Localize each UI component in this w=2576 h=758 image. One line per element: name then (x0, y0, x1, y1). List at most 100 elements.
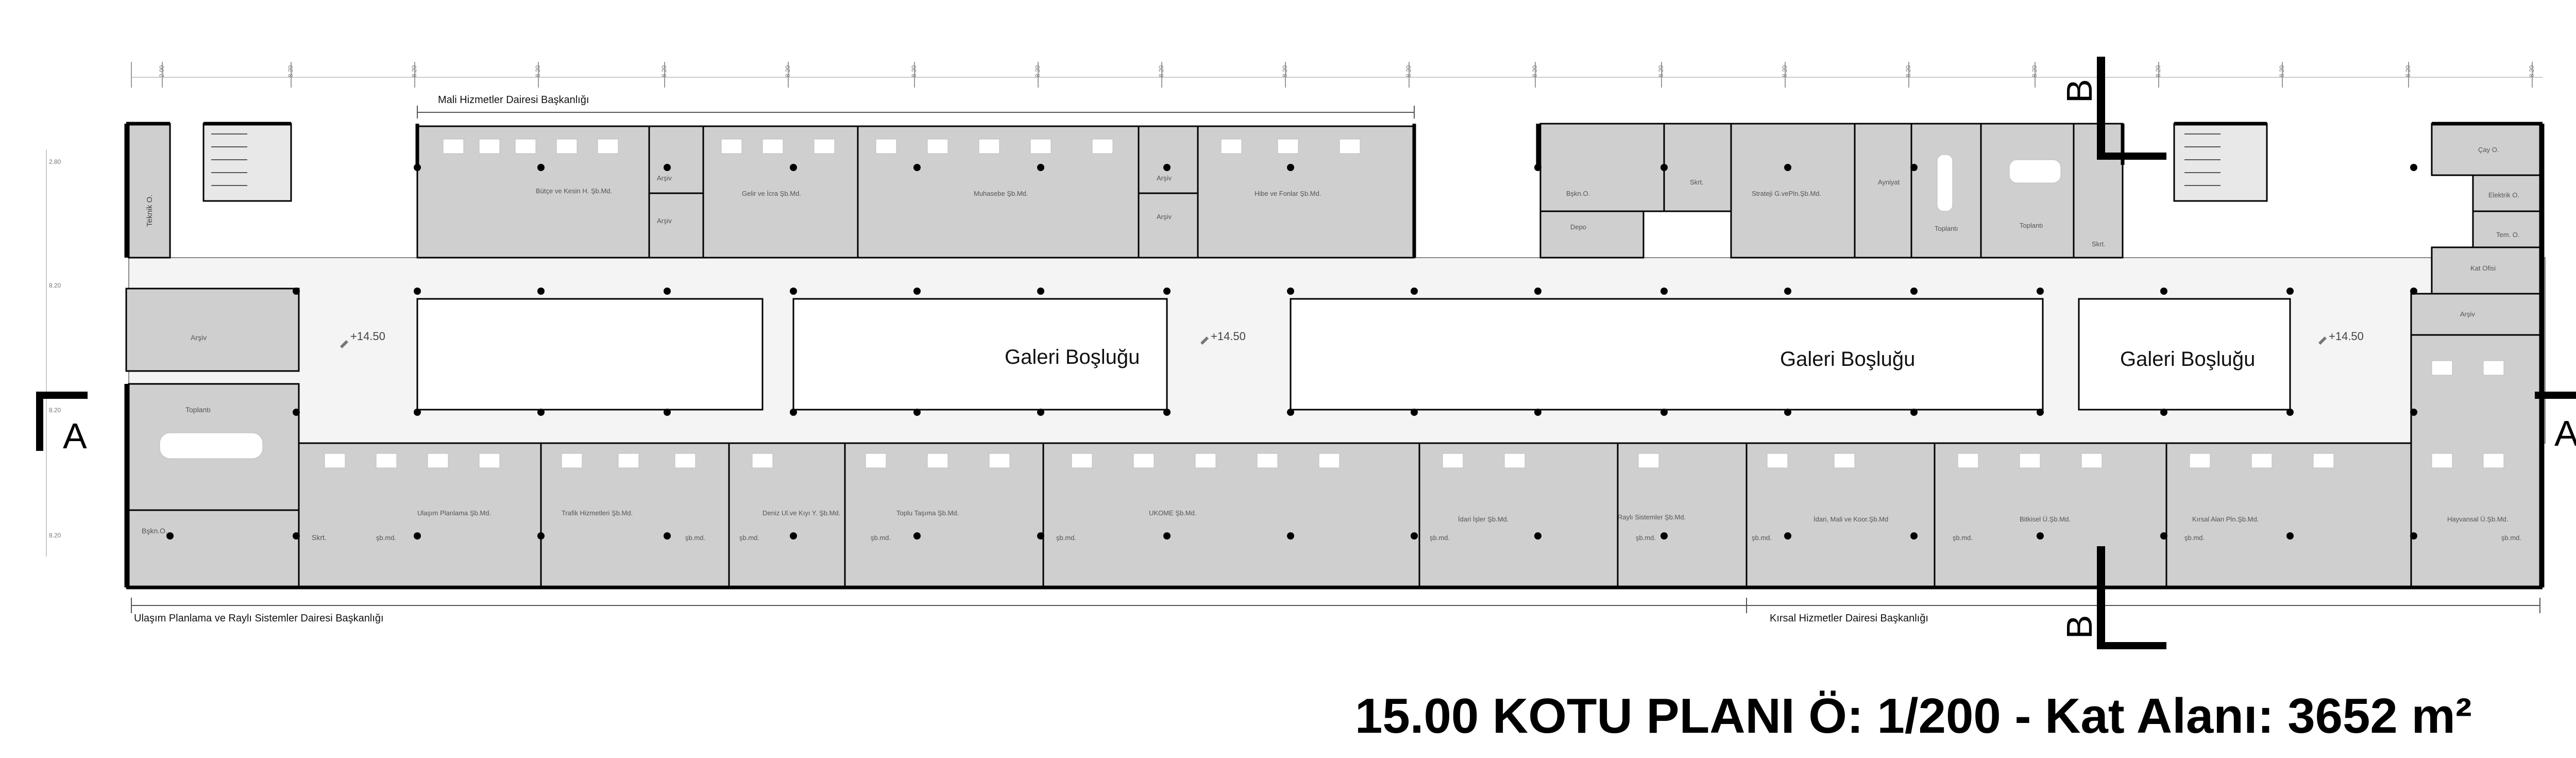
dim-label: 8.20 (910, 65, 918, 77)
gallery-voids (416, 298, 2291, 411)
dim-label: 8.20 (49, 532, 61, 539)
room-label-teknik: Teknik O. (145, 194, 154, 227)
room-deniz (728, 442, 846, 588)
dept-label-ulasim: Ulaşım Planlama ve Raylı Sistemler Daire… (134, 613, 384, 624)
elevation-label: +14.50 (1211, 330, 1246, 343)
west-rooms (125, 288, 300, 588)
room-elektrik (2472, 174, 2541, 212)
section-label-a-right: A (2554, 413, 2576, 453)
dim-label: 8.20 (1281, 65, 1289, 77)
room-ayniyat (1854, 123, 1912, 259)
dim-label: 8.20 (1405, 65, 1412, 77)
room-label-elektrik: Elektrik O. (2488, 191, 2519, 199)
room-label-arsiv: Arşiv (657, 217, 672, 225)
section-label-b-bottom: B (2059, 615, 2099, 639)
dim-label: 2.80 (49, 158, 61, 165)
room-label-strateji: Strateji G.vePln.Şb.Md. (1752, 190, 1821, 197)
room-labels: Teknik O. Bütçe ve Kesin H. Şb.Md. Arşiv… (142, 146, 2521, 542)
room-label-trafik: Trafik Hizmetleri Şb.Md. (562, 509, 633, 517)
room-label-depo: Depo (1570, 223, 1586, 231)
dept-label-mali: Mali Hizmetler Dairesi Başkanlığı (438, 94, 589, 106)
furniture (159, 139, 2504, 468)
room-label-katofisi: Kat Ofisi (2470, 264, 2496, 272)
room-ukome (1042, 442, 1420, 588)
dim-label: 8.20 (49, 407, 61, 414)
dim-label: 8.20 (1531, 65, 1538, 77)
room-katofisi (2431, 246, 2541, 295)
room-hayvansal (2410, 334, 2541, 588)
room-label-sbmd: şb.md. (1636, 534, 1656, 542)
room-label-deniz: Deniz Ul.ve Kıyı Y. Şb.Md. (762, 509, 840, 517)
elevation-label: +14.50 (350, 330, 385, 343)
room-label-arsiv: Arşiv (2460, 310, 2475, 318)
dim-label: 8.20 (1905, 65, 1912, 77)
dim-label: 8.20 (784, 65, 791, 77)
department-span-lines (131, 106, 2540, 613)
dim-label: 8.20 (287, 65, 294, 77)
room-label-temizlik: Tem. O. (2496, 231, 2520, 239)
room-label-toplu: Toplu Taşıma Şb.Md. (896, 509, 959, 517)
dim-label: 8.20 (2278, 65, 2285, 77)
room-toplanti-2 (1980, 123, 2075, 259)
dim-label: 8.20 (2031, 65, 2038, 77)
room-depo (1539, 210, 1645, 259)
room-label-arsiv: Arşiv (657, 174, 672, 182)
room-arsiv-3 (1138, 125, 1199, 194)
section-markers (36, 57, 2576, 649)
room-label-sekr-south: Skrt. (312, 533, 327, 542)
room-arsiv-east (2410, 293, 2541, 336)
void-1 (416, 298, 764, 411)
room-label-ulasim: Ulaşım Planlama Şb.Md. (417, 509, 491, 517)
room-label-arsiv: Arşiv (1157, 174, 1172, 182)
room-label-bekin-west: Bşkn.O. (142, 527, 167, 535)
room-label-arsiv: Arşiv (1157, 213, 1172, 221)
room-label-hayvansal: Hayvansal Ü.Şb.Md. (2447, 515, 2509, 523)
dim-label: 8.20 (1158, 65, 1165, 77)
room-bekin-north (1539, 123, 1665, 212)
section-label-a-left: A (63, 416, 87, 456)
stair-east (2173, 123, 2268, 202)
room-label-muhasebe: Muhasebe Şb.Md. (974, 190, 1028, 197)
room-label-kirsal-alan: Kırsal Alan Pln.Şb.Md. (2192, 515, 2259, 523)
room-label-sbmd: şb.md. (685, 534, 705, 542)
room-label-sbmd: şb.md. (376, 534, 396, 542)
void-3 (1290, 298, 2044, 411)
room-arsiv-2 (648, 192, 704, 259)
void-label-1: Galeri Boşluğu (1005, 346, 1140, 368)
dim-label: 8.20 (2528, 65, 2535, 77)
room-label-sbmd: şb.md. (2501, 534, 2521, 542)
room-label-toplanti-west: Toplantı (185, 406, 211, 414)
top-dimension-labels: 2.00 8.20 8.20 8.20 8.20 8.20 8.20 8.20 … (158, 65, 2535, 77)
dim-label: 8.20 (411, 65, 418, 77)
dim-label: 8.20 (2155, 65, 2162, 77)
room-label-bitkisel: Bitkisel Ü.Şb.Md. (2020, 515, 2071, 523)
room-label-arsiv-west: Arşiv (191, 333, 207, 342)
room-teknik (128, 123, 171, 259)
left-dimension-labels: 2.80 8.20 8.20 8.20 (46, 149, 61, 557)
room-label-sbmd: şb.md. (1430, 534, 1450, 542)
elevation-label: +14.50 (2329, 330, 2364, 343)
room-label-hibe: Hibe ve Fonlar Şb.Md. (1255, 190, 1321, 197)
room-cay (2431, 123, 2541, 176)
dept-label-kirsal: Kırsal Hizmetler Dairesi Başkanlığı (1770, 613, 1928, 624)
top-dimension-ticks (131, 62, 2543, 88)
outer-walls (124, 122, 2545, 589)
room-label-sekr: Skrt. (1690, 178, 1704, 186)
room-arsiv-1 (648, 125, 704, 194)
room-label-sbmd: şb.md. (1953, 534, 1973, 542)
void-label-2: Galeri Boşluğu (1780, 348, 1915, 370)
drawing-title: 15.00 KOTU PLANI Ö: 1/200 - Kat Alanı: 3… (1355, 688, 2472, 744)
room-strateji (1730, 123, 1856, 259)
dim-label: 8.20 (534, 65, 541, 77)
void-4 (2078, 298, 2291, 411)
dim-label: 8.20 (1034, 65, 1041, 77)
dim-label: 8.20 (660, 65, 668, 77)
room-label-sbmd: şb.md. (1056, 534, 1076, 542)
room-arsiv-4 (1138, 192, 1199, 259)
room-label-toplanti: Toplantı (2020, 222, 2043, 229)
dim-label: 2.00 (158, 65, 165, 77)
room-label-sekr: Skrt. (2092, 240, 2106, 248)
south-rooms (298, 442, 2412, 588)
room-label-gelir: Gelir ve İcra Şb.Md. (742, 190, 801, 197)
